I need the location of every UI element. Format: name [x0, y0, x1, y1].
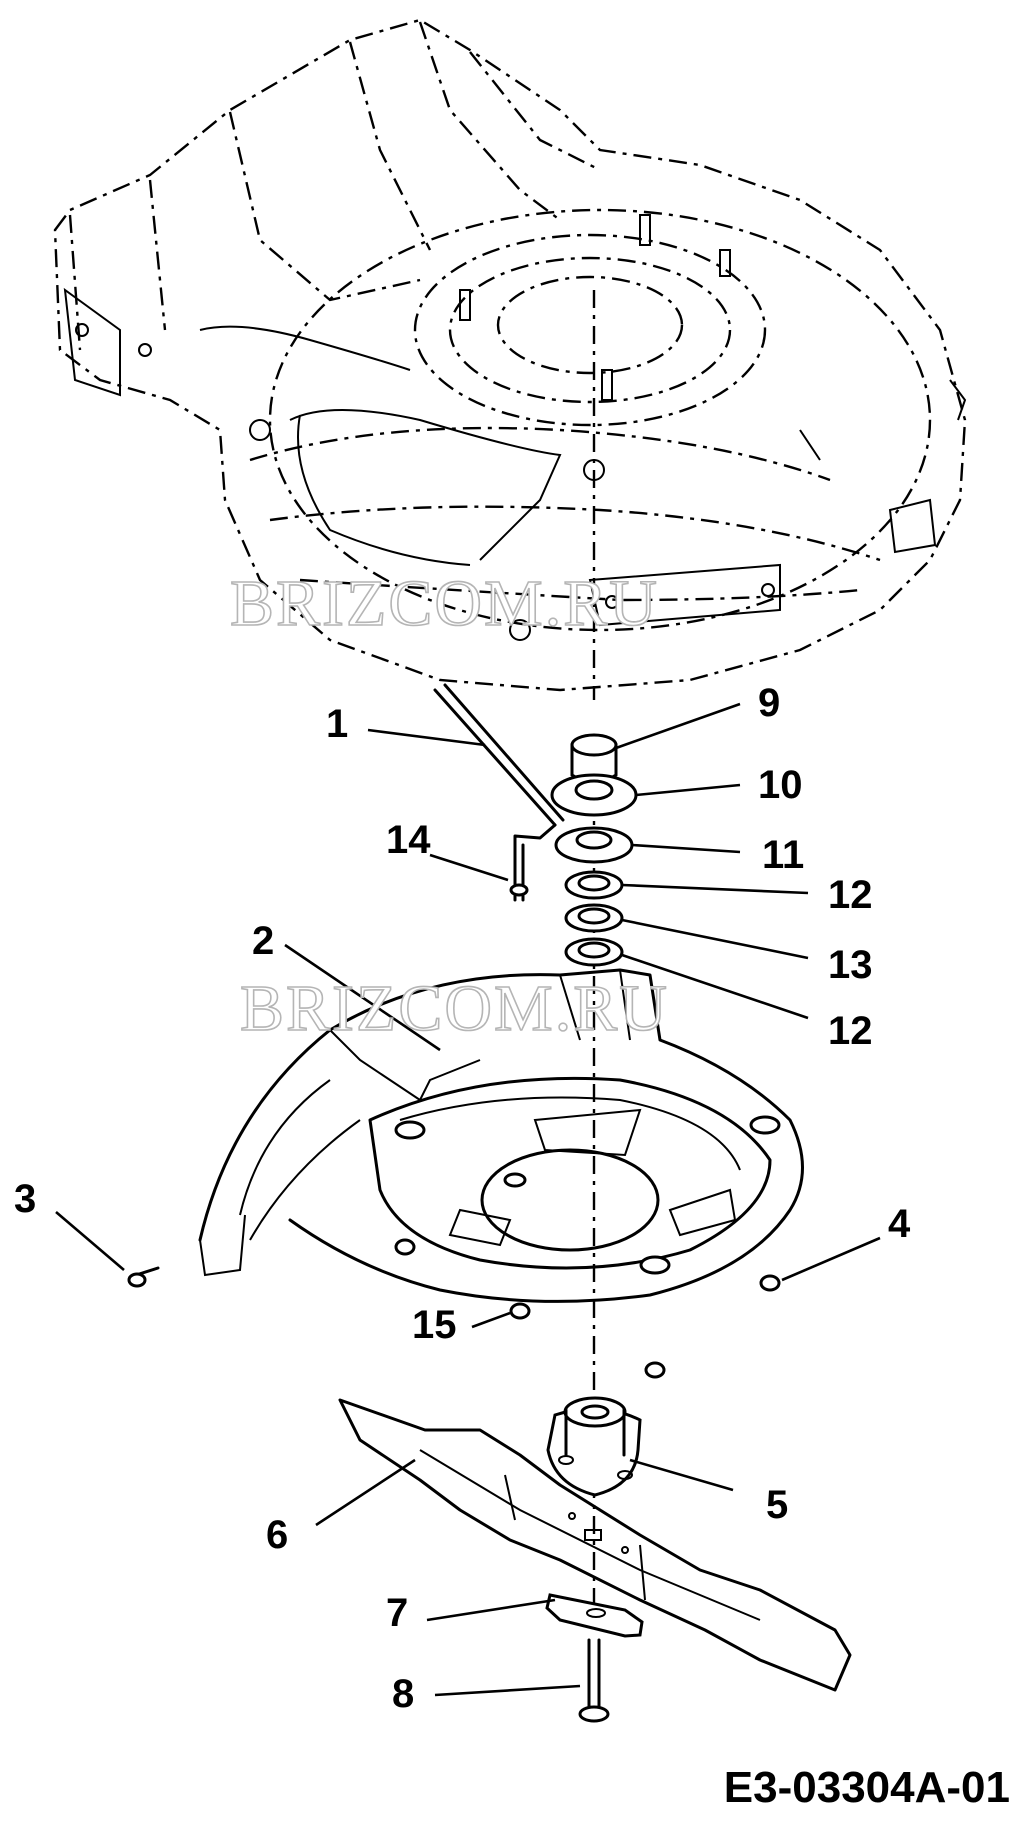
- callout-14: 14: [386, 818, 431, 862]
- part-2-inner-housing: [198, 968, 804, 1303]
- part-15-nut: [509, 1302, 531, 1320]
- callout-13: 13: [828, 943, 873, 987]
- part-6-blade: [338, 1398, 852, 1692]
- mower-deck: [53, 18, 967, 692]
- part-8-bolt: [578, 1638, 610, 1723]
- part-4-nut: [759, 1274, 781, 1292]
- part-14-pin: [509, 843, 529, 902]
- callout-12-lower: 12: [828, 1009, 873, 1053]
- callout-9: 9: [758, 681, 780, 725]
- part-1-lever: [433, 683, 565, 857]
- part-12-washer-upper: [564, 870, 624, 900]
- callout-7: 7: [386, 1591, 408, 1635]
- callout-2: 2: [252, 919, 274, 963]
- part-5-blade-adapter: [546, 1396, 642, 1497]
- callout-5: 5: [766, 1483, 788, 1527]
- loose-nut: [394, 1238, 666, 1379]
- callout-12-upper: 12: [828, 873, 873, 917]
- part-9-bushing: [570, 733, 618, 784]
- part-10-flange-washer: [550, 773, 638, 817]
- callout-4: 4: [888, 1202, 911, 1246]
- part-13-spring-washer: [564, 903, 624, 933]
- part-3-bolt: [127, 1266, 160, 1288]
- callout-11: 11: [762, 833, 804, 877]
- callout-10: 10: [758, 763, 803, 807]
- watermark-lower: BRIZCOM.RU: [240, 972, 669, 1045]
- watermark-upper: BRIZCOM.RU: [230, 567, 659, 640]
- callout-6: 6: [266, 1513, 288, 1557]
- callout-1: 1: [326, 702, 348, 746]
- callout-15: 15: [412, 1303, 457, 1347]
- callout-8: 8: [392, 1672, 414, 1716]
- leader-lines: [55, 702, 881, 1697]
- part-12-washer-lower: [564, 937, 624, 967]
- part-7-washer-plate: [545, 1593, 644, 1638]
- callout-3: 3: [14, 1177, 36, 1221]
- part-11-washer: [554, 826, 634, 864]
- figure-code: E3-03304A-01: [724, 1763, 1010, 1812]
